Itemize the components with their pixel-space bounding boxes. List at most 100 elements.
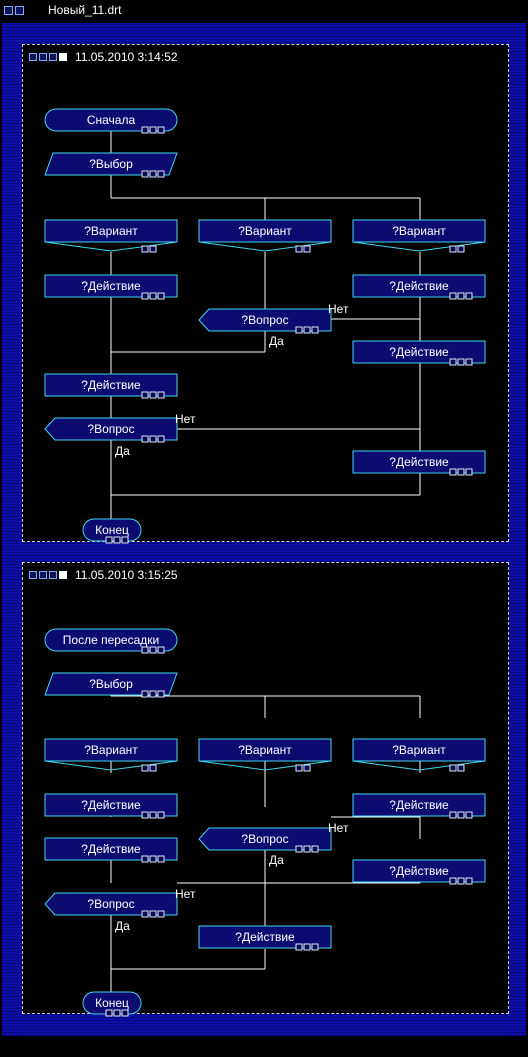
action-node[interactable]: ?Действие [44,793,178,819]
port-icon[interactable] [149,126,157,134]
port-icon[interactable] [449,877,457,885]
port-icon[interactable] [141,170,149,178]
question-node[interactable]: ?Вопрос [198,827,332,853]
action-node[interactable]: ?Действие [44,373,178,399]
port-icon[interactable] [149,646,157,654]
action-node[interactable]: ?Действие [352,793,486,819]
port-icon[interactable] [141,391,149,399]
panel-handle-icon[interactable] [29,53,37,61]
variant-node[interactable]: ?Вариант [198,738,332,772]
panel-handle-icon[interactable] [59,571,67,579]
port-icon[interactable] [105,536,113,544]
port-icon[interactable] [149,910,157,918]
port-icon[interactable] [113,1009,121,1017]
port-icon[interactable] [149,855,157,863]
port-icon[interactable] [141,811,149,819]
port-icon[interactable] [157,391,165,399]
panel-handle-icon[interactable] [49,571,57,579]
port-icon[interactable] [295,764,303,772]
port-icon[interactable] [295,845,303,853]
port-icon[interactable] [113,536,121,544]
port-icon[interactable] [311,845,319,853]
port-icon[interactable] [457,468,465,476]
port-icon[interactable] [157,292,165,300]
action-node[interactable]: ?Действие [352,274,486,300]
start-node[interactable]: Сначала [44,108,178,134]
window-buttons[interactable] [4,6,24,15]
port-icon[interactable] [141,690,149,698]
port-icon[interactable] [149,170,157,178]
variant-node[interactable]: ?Вариант [352,738,486,772]
port-icon[interactable] [157,646,165,654]
end-node[interactable]: Конец [82,991,142,1017]
variant-node[interactable]: ?Вариант [198,219,332,253]
port-icon[interactable] [449,358,457,366]
panel-handle-icon[interactable] [49,53,57,61]
port-icon[interactable] [465,358,473,366]
port-icon[interactable] [303,764,311,772]
action-node[interactable]: ?Действие [198,925,332,951]
start-node[interactable]: После пересадки [44,628,178,654]
port-icon[interactable] [465,292,473,300]
action-node[interactable]: ?Действие [352,450,486,476]
port-icon[interactable] [141,292,149,300]
port-icon[interactable] [141,764,149,772]
port-icon[interactable] [157,811,165,819]
question-node[interactable]: ?Вопрос [44,892,178,918]
port-icon[interactable] [141,435,149,443]
port-icon[interactable] [311,326,319,334]
action-node[interactable]: ?Действие [44,274,178,300]
port-icon[interactable] [157,435,165,443]
panel-handle-icon[interactable] [29,571,37,579]
port-icon[interactable] [149,811,157,819]
port-icon[interactable] [465,468,473,476]
port-icon[interactable] [157,910,165,918]
variant-node[interactable]: ?Вариант [44,738,178,772]
port-icon[interactable] [121,536,129,544]
port-icon[interactable] [141,855,149,863]
panel-handle-icon[interactable] [39,53,47,61]
port-icon[interactable] [149,764,157,772]
end-node[interactable]: Конец [82,518,142,544]
port-icon[interactable] [449,468,457,476]
port-icon[interactable] [449,764,457,772]
port-icon[interactable] [149,435,157,443]
port-icon[interactable] [295,245,303,253]
port-icon[interactable] [149,690,157,698]
window-menu-icon[interactable] [4,6,13,15]
port-icon[interactable] [457,358,465,366]
port-icon[interactable] [157,170,165,178]
port-icon[interactable] [141,646,149,654]
port-icon[interactable] [449,811,457,819]
port-icon[interactable] [105,1009,113,1017]
port-icon[interactable] [295,943,303,951]
port-icon[interactable] [141,910,149,918]
port-icon[interactable] [311,943,319,951]
variant-node[interactable]: ?Вариант [352,219,486,253]
port-icon[interactable] [449,292,457,300]
panel-handle-icon[interactable] [39,571,47,579]
port-icon[interactable] [465,877,473,885]
choice-node[interactable]: ?Выбор [44,672,178,698]
port-icon[interactable] [303,326,311,334]
question-node[interactable]: ?Вопрос [44,417,178,443]
action-node[interactable]: ?Действие [352,859,486,885]
port-icon[interactable] [141,245,149,253]
port-icon[interactable] [457,292,465,300]
action-node[interactable]: ?Действие [44,837,178,863]
port-icon[interactable] [457,811,465,819]
port-icon[interactable] [457,245,465,253]
port-icon[interactable] [457,764,465,772]
diagram-panel-1[interactable]: 11.05.2010 3:14:52 [22,44,509,544]
port-icon[interactable] [295,326,303,334]
diagram-panel-2[interactable]: 11.05.2010 3:15:25 [22,562,509,1017]
choice-node[interactable]: ?Выбор [44,152,178,178]
port-icon[interactable] [157,855,165,863]
port-icon[interactable] [449,245,457,253]
port-icon[interactable] [149,245,157,253]
port-icon[interactable] [157,690,165,698]
port-icon[interactable] [121,1009,129,1017]
action-node[interactable]: ?Действие [352,340,486,366]
port-icon[interactable] [303,943,311,951]
question-node[interactable]: ?Вопрос [198,308,332,334]
